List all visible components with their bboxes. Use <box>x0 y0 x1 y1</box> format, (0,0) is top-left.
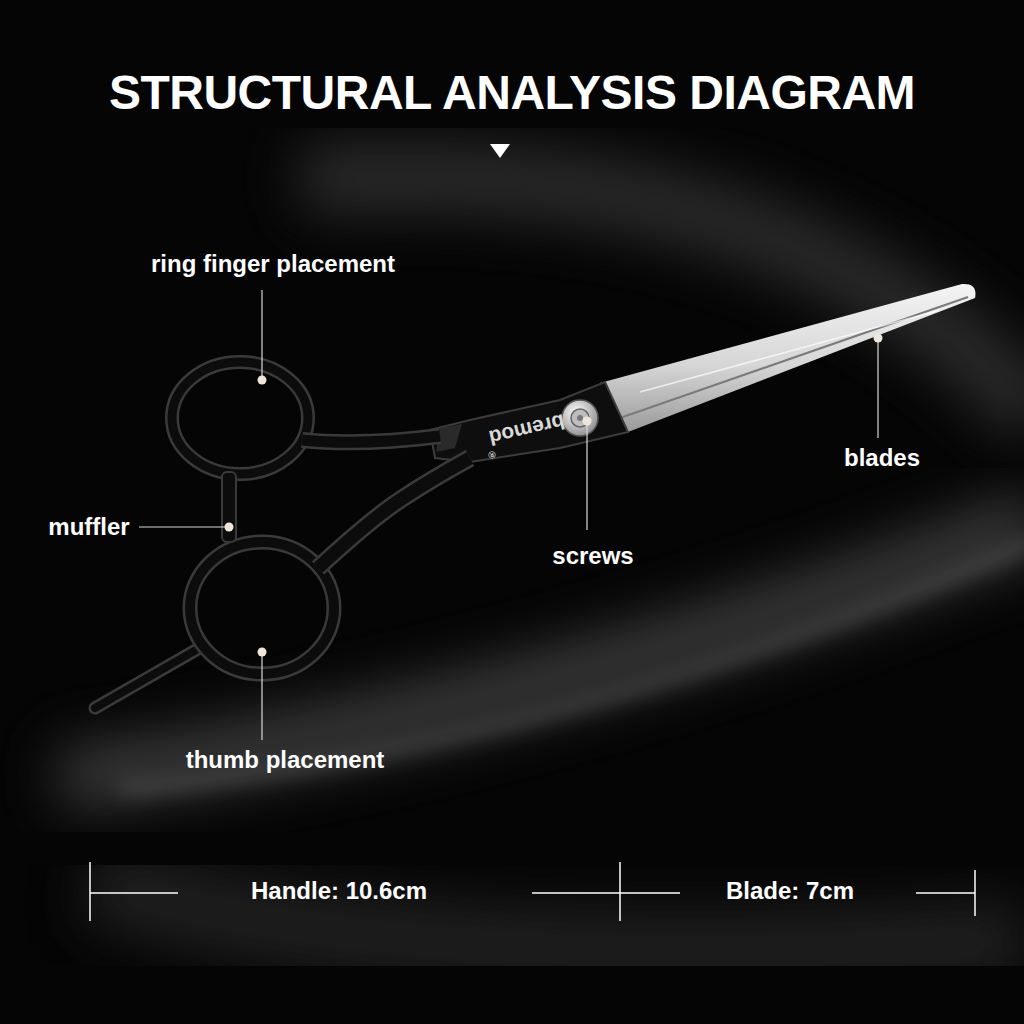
thumb-handle <box>95 458 470 708</box>
scissor-blades <box>600 284 975 432</box>
dimension-label: Blade: 7cm <box>726 878 854 904</box>
ring-finger-handle <box>172 362 440 474</box>
dimension-lines <box>90 862 975 921</box>
diagram-title: STRUCTURAL ANALYSIS DIAGRAM <box>109 67 915 120</box>
title-arrow <box>490 144 510 158</box>
part-label: muffler <box>48 514 129 540</box>
leader-lines <box>139 290 878 740</box>
scissor-shank <box>430 382 628 462</box>
leader-dots <box>225 334 883 657</box>
dimension-label: Handle: 10.6cm <box>251 878 427 904</box>
part-label: screws <box>552 543 633 569</box>
muffler-bumper <box>222 472 236 542</box>
part-label: ring finger placement <box>151 251 395 277</box>
background-swoosh <box>60 177 1024 951</box>
part-label: blades <box>844 445 920 471</box>
pivot-screw <box>562 400 598 436</box>
part-label: thumb placement <box>186 747 385 773</box>
